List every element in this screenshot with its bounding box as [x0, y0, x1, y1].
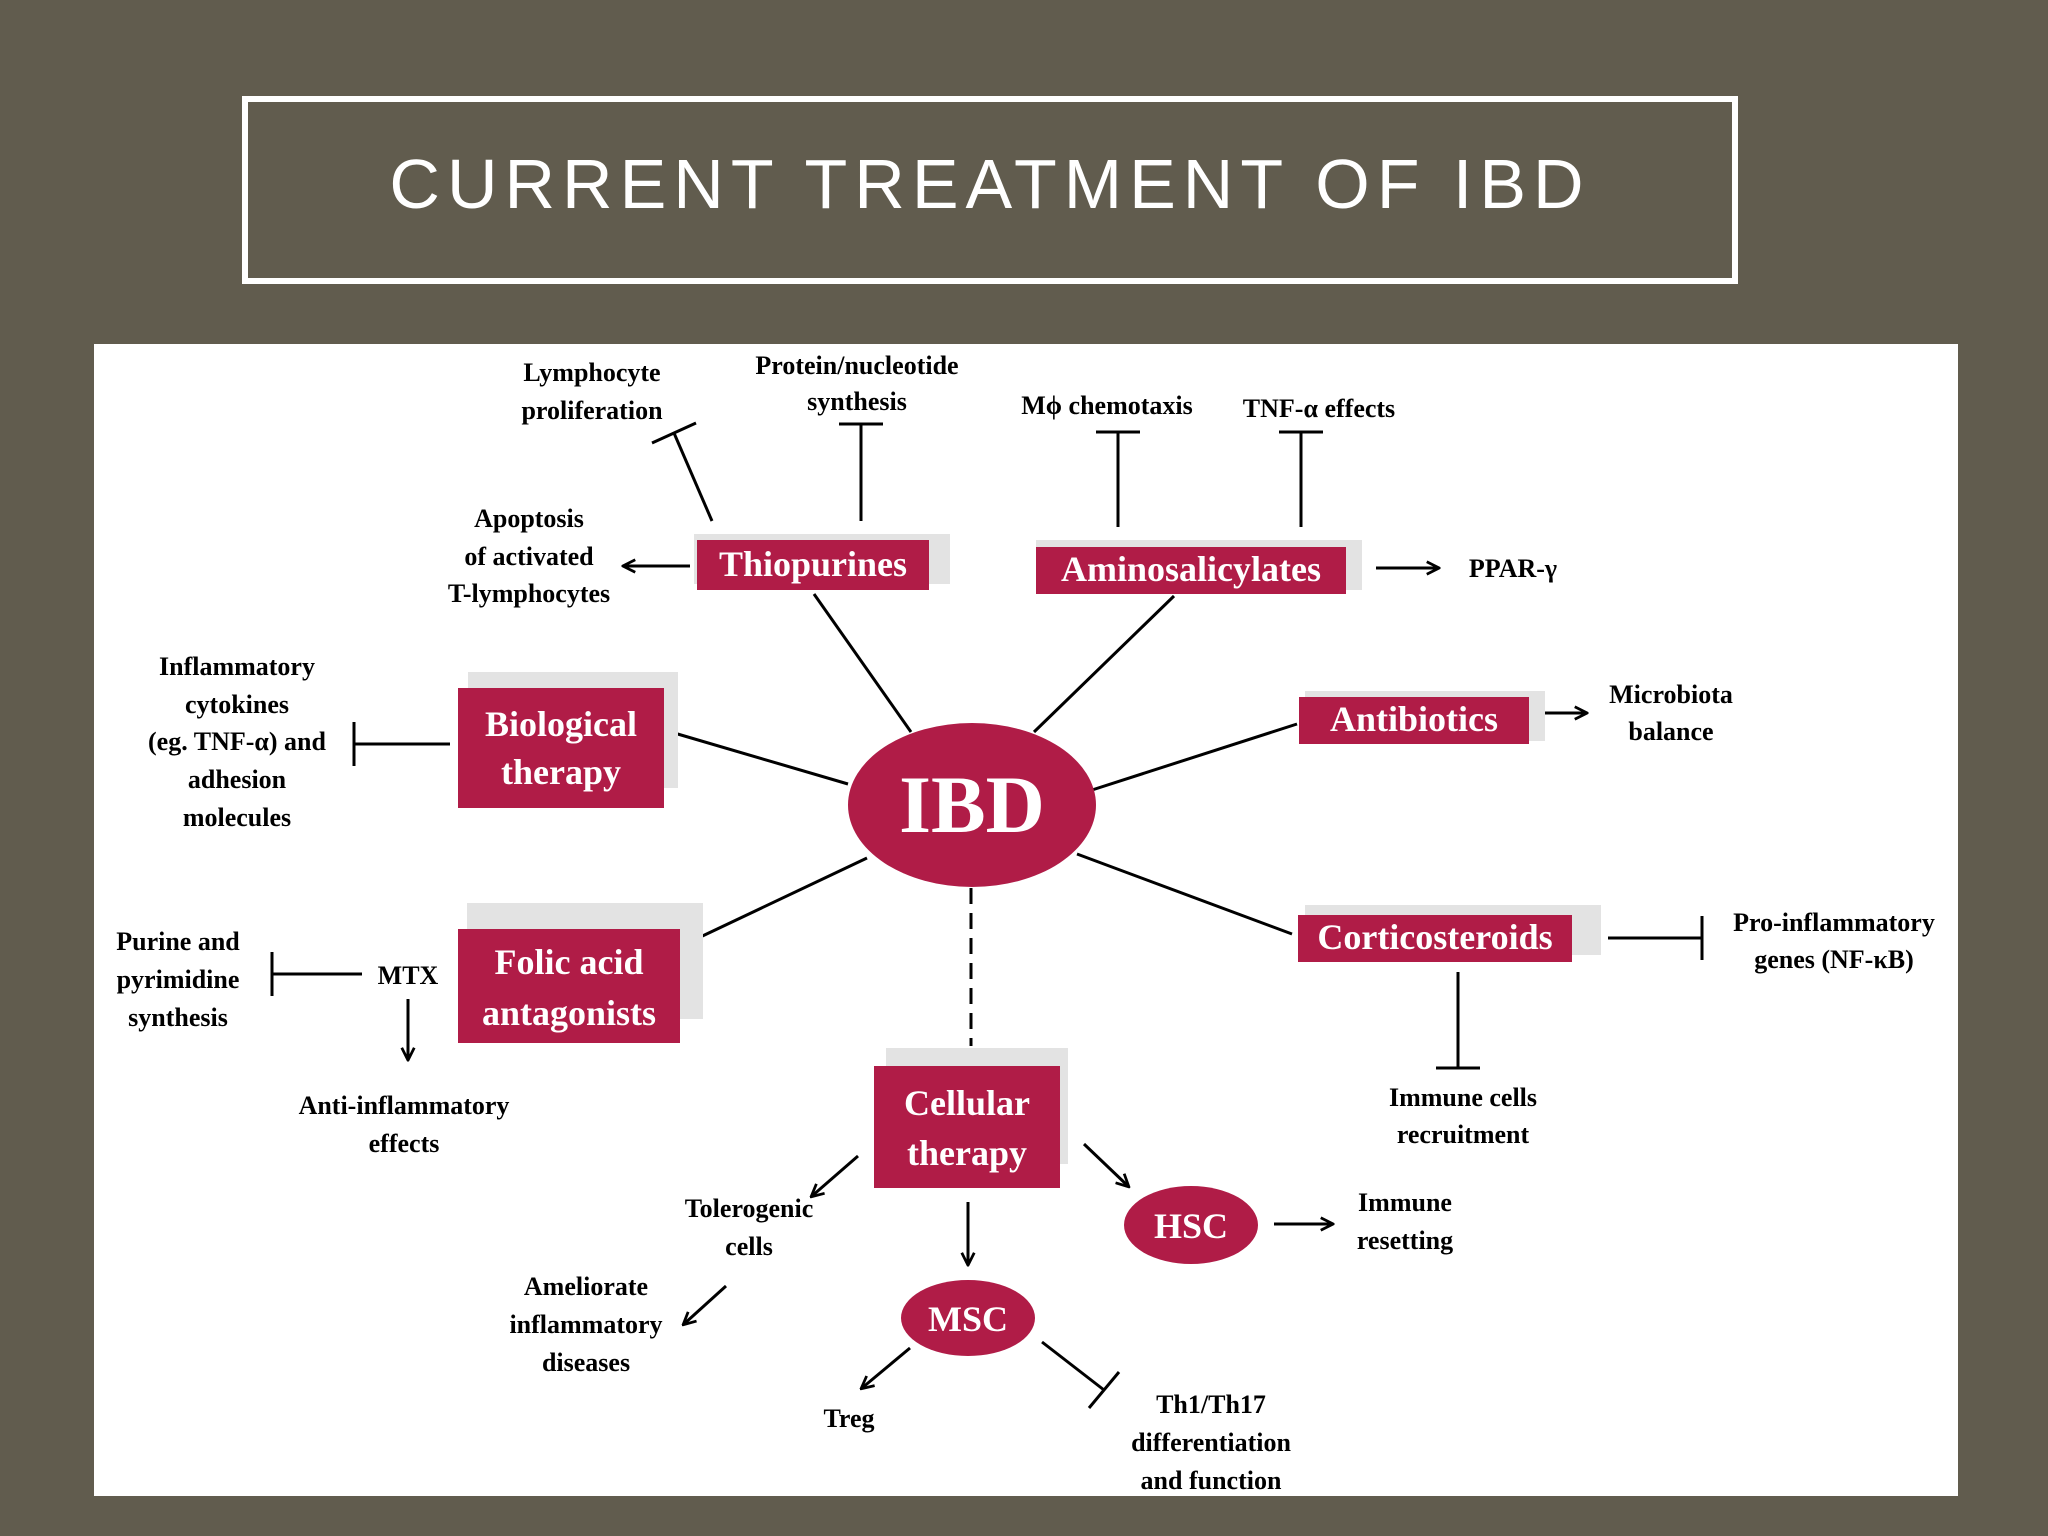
cellular-label-2: therapy: [907, 1133, 1027, 1173]
chemotaxis-label: Mϕ chemotaxis: [1021, 391, 1192, 420]
node-labels: IBD Thiopurines Aminosalicylates Antibio…: [482, 544, 1553, 1339]
protein-1: Protein/nucleotide: [755, 351, 958, 380]
microbiota-2: balance: [1628, 717, 1713, 746]
proinflammatory-2: genes (NF-κB): [1754, 945, 1914, 974]
proinflammatory-1: Pro-inflammatory: [1733, 908, 1935, 937]
folic-label-2: antagonists: [482, 993, 656, 1033]
box-antibiotics: [1299, 697, 1529, 744]
cytokines-3: (eg. TNF-α) and: [148, 727, 327, 756]
inhibit-lymphocyte: [672, 432, 714, 522]
cytokines-2: cytokines: [185, 690, 289, 719]
annotation-labels: Lymphocyte proliferation Protein/nucleot…: [116, 351, 1935, 1495]
tolerogenic-2: cells: [725, 1232, 773, 1261]
anti-inflammatory-1: Anti-inflammatory: [299, 1091, 510, 1120]
cytokines-4: adhesion: [188, 765, 287, 794]
antibiotics-label: Antibiotics: [1330, 699, 1498, 739]
ameliorate-3: diseases: [542, 1348, 630, 1377]
corticosteroids-label: Corticosteroids: [1317, 917, 1552, 957]
msc-label: MSC: [928, 1299, 1008, 1339]
microbiota-1: Microbiota: [1609, 680, 1733, 709]
spoke-folic: [693, 856, 868, 942]
box-corticosteroids: [1298, 915, 1572, 962]
inhibit-th: [1041, 1340, 1105, 1392]
immune-resetting-2: resetting: [1357, 1226, 1453, 1255]
arrow-treg: [862, 1346, 911, 1388]
anti-inflammatory-2: effects: [369, 1129, 440, 1158]
spoke-corticosteroids: [1076, 852, 1293, 936]
box-aminosalicylates: [1036, 547, 1346, 594]
mtx-label: MTX: [378, 961, 439, 990]
purine-1: Purine and: [116, 927, 240, 956]
lymphocyte-2: proliferation: [521, 396, 663, 425]
box-thiopurines: [697, 540, 929, 590]
cellular-label-1: Cellular: [904, 1083, 1030, 1123]
ibd-treatment-diagram: IBD Thiopurines Aminosalicylates Antibio…: [116, 351, 1935, 1495]
ppar-label: PPAR-γ: [1469, 554, 1557, 583]
slide-title: CURRENT TREATMENT OF IBD: [389, 145, 1591, 223]
thiopurines-label: Thiopurines: [719, 544, 907, 584]
arrow-hsc: [1082, 1142, 1128, 1186]
immune-cells-1: Immune cells: [1389, 1083, 1537, 1112]
th-3: and function: [1141, 1466, 1282, 1495]
hsc-label: HSC: [1154, 1206, 1228, 1246]
box-folic: [458, 929, 680, 1043]
connectors: [270, 421, 1704, 1409]
ibd-label: IBD: [899, 759, 1045, 850]
aminosalicylates-label: Aminosalicylates: [1061, 549, 1321, 589]
purine-2: pyrimidine: [117, 965, 240, 994]
cytokines-1: Inflammatory: [159, 652, 315, 681]
lymphocyte-1: Lymphocyte: [523, 358, 660, 387]
arrow-tolerogenic: [812, 1154, 859, 1196]
folic-label-1: Folic acid: [495, 942, 644, 982]
purine-3: synthesis: [128, 1003, 228, 1032]
apoptosis-3: T-lymphocytes: [448, 579, 610, 608]
immune-cells-2: recruitment: [1397, 1120, 1530, 1149]
node-boxes: [458, 540, 1572, 1356]
biological-label-2: therapy: [501, 752, 621, 792]
protein-2: synthesis: [807, 387, 907, 416]
box-biological: [458, 688, 664, 808]
cytokines-5: molecules: [183, 803, 291, 832]
ameliorate-2: inflammatory: [509, 1310, 662, 1339]
apoptosis-2: of activated: [464, 542, 594, 571]
apoptosis-1: Apoptosis: [474, 504, 584, 533]
diagram-panel: IBD Thiopurines Aminosalicylates Antibio…: [94, 344, 1958, 1496]
spoke-antibiotics: [1091, 722, 1298, 792]
title-box: CURRENT TREATMENT OF IBD: [242, 96, 1738, 284]
tnf-effects-label: TNF-α effects: [1243, 394, 1395, 423]
th-1: Th1/Th17: [1156, 1390, 1266, 1419]
ameliorate-1: Ameliorate: [524, 1272, 648, 1301]
immune-resetting-1: Immune: [1358, 1188, 1452, 1217]
tolerogenic-1: Tolerogenic: [685, 1194, 814, 1223]
th-2: differentiation: [1131, 1428, 1291, 1457]
treg-label: Treg: [823, 1404, 874, 1433]
box-cellular: [874, 1066, 1060, 1188]
spoke-aminosalicylates: [1032, 594, 1176, 734]
node-msc: [901, 1280, 1035, 1356]
node-hsc: [1124, 1186, 1258, 1264]
node-ibd: [848, 723, 1096, 887]
spoke-biological: [663, 728, 849, 786]
spoke-thiopurines: [812, 593, 913, 733]
biological-label-1: Biological: [485, 704, 637, 744]
arrow-ameliorate: [684, 1284, 728, 1324]
